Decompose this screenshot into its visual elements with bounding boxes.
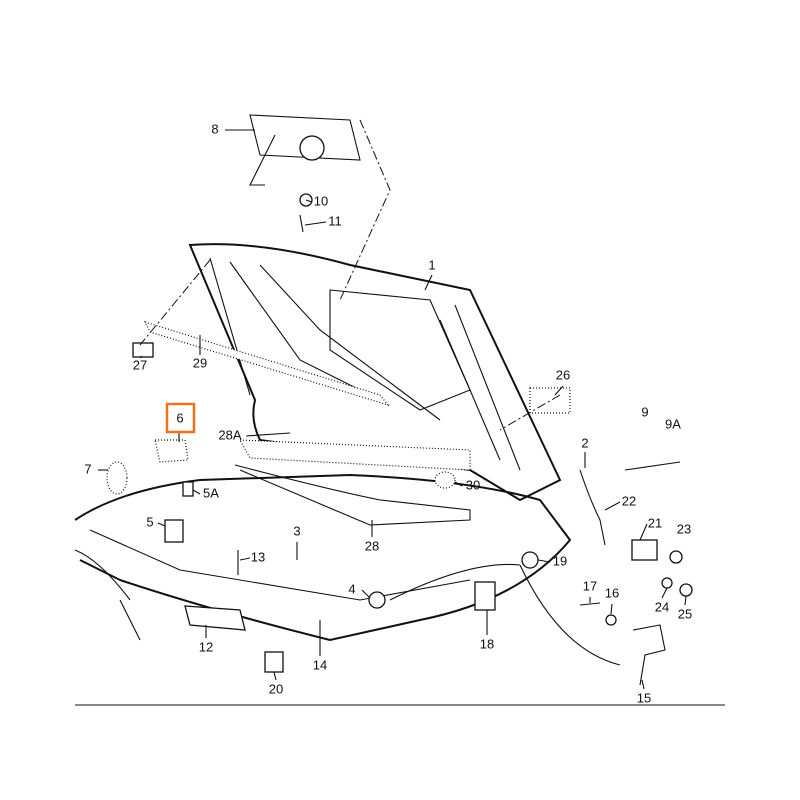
- label-9a: 9A: [665, 416, 681, 431]
- hood-latch: [249, 114, 361, 233]
- label-28a: 28A: [218, 427, 241, 442]
- label-9: 9: [641, 404, 648, 419]
- label-27: 27: [133, 357, 147, 372]
- label-10: 10: [314, 193, 328, 208]
- label-1: 1: [428, 257, 435, 272]
- label-16: 16: [605, 585, 619, 600]
- label-5a: 5A: [203, 485, 219, 500]
- label-30: 30: [466, 477, 480, 492]
- highlight-box: [165, 402, 196, 434]
- label-17: 17: [583, 578, 597, 593]
- label-6: 6: [176, 410, 183, 425]
- small-parts: [106, 342, 693, 686]
- label-21: 21: [648, 515, 662, 530]
- label-15: 15: [637, 690, 651, 705]
- label-20: 20: [269, 681, 283, 696]
- label-24: 24: [655, 599, 669, 614]
- label-3: 3: [293, 523, 300, 538]
- label-22: 22: [622, 493, 636, 508]
- label-13: 13: [251, 549, 265, 564]
- label-7: 7: [84, 461, 91, 476]
- label-23: 23: [677, 521, 691, 536]
- label-11: 11: [328, 213, 342, 228]
- label-12: 12: [199, 639, 213, 654]
- label-29: 29: [193, 355, 207, 370]
- label-2: 2: [581, 435, 588, 450]
- part-labels: 8 10 11 1 29 27 26 6 28A 9 9A 2 7 5A 30 …: [84, 121, 692, 705]
- label-8: 8: [211, 121, 218, 136]
- label-28: 28: [365, 538, 379, 553]
- hood-panel: [143, 243, 562, 502]
- leader-lines: [98, 119, 687, 690]
- label-14: 14: [313, 657, 327, 672]
- label-5: 5: [146, 514, 153, 529]
- label-18: 18: [480, 636, 494, 651]
- label-4: 4: [348, 581, 355, 596]
- label-26: 26: [556, 367, 570, 382]
- label-19: 19: [553, 553, 567, 568]
- label-25: 25: [678, 606, 692, 621]
- vehicle-body: [74, 439, 621, 666]
